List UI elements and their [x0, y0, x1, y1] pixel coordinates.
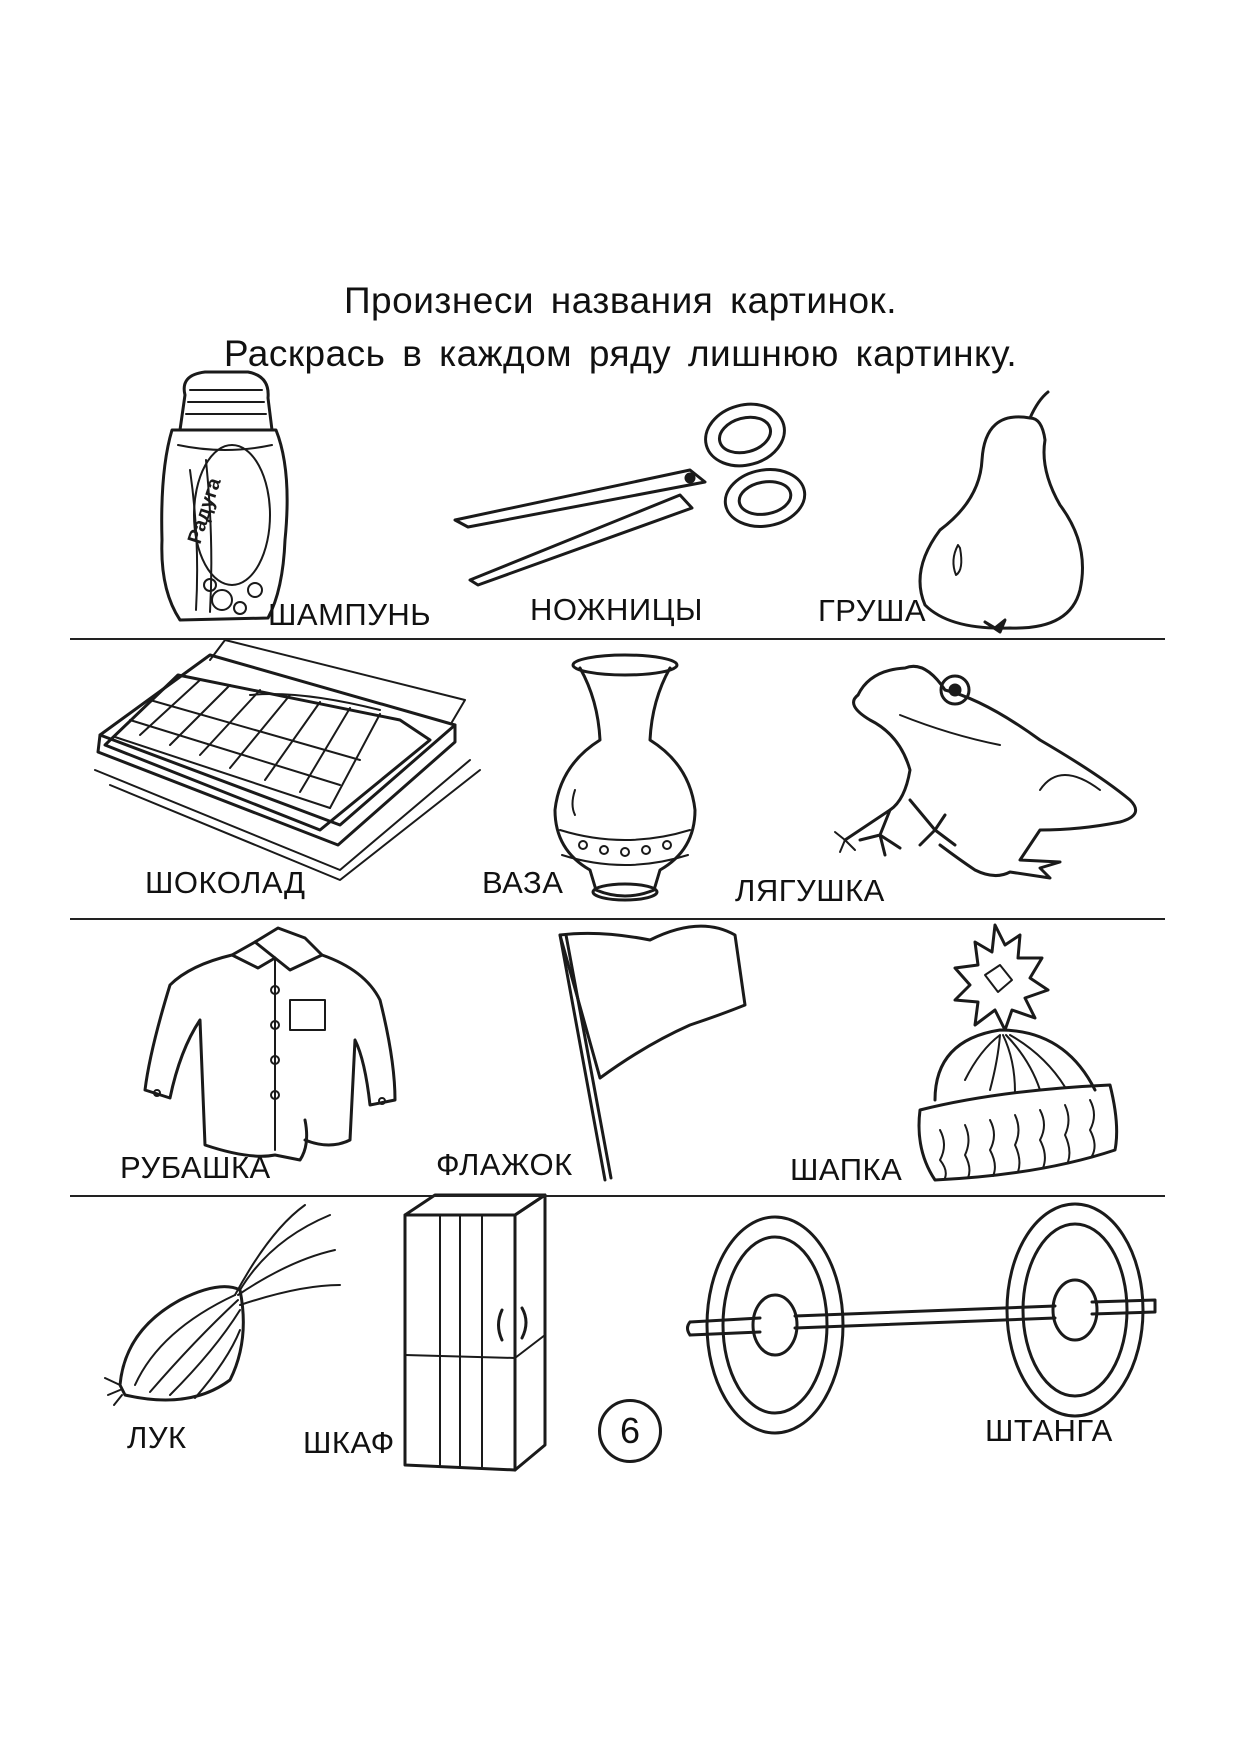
flag-icon — [558, 924, 747, 1182]
vase-icon — [553, 653, 697, 902]
row-divider — [70, 638, 1165, 640]
instruction-line-2: Раскрась в каждом ряду лишнюю картинку. — [223, 333, 1018, 374]
label-vase: ВАЗА — [482, 865, 564, 900]
chocolate-bar-icon — [94, 639, 481, 881]
label-pear: ГРУША — [818, 593, 927, 628]
row-divider — [70, 918, 1165, 920]
wardrobe-icon — [403, 1193, 547, 1472]
barbell-icon — [686, 1202, 1157, 1435]
shampoo-brand-text: Радуга — [184, 475, 226, 547]
label-frog: ЛЯГУШКА — [735, 873, 885, 908]
label-shampoo: ШАМПУНЬ — [268, 597, 432, 632]
label-scissors: НОЖНИЦЫ — [530, 592, 703, 627]
label-barbell: ШТАНГА — [985, 1413, 1113, 1448]
label-shirt: РУБАШКА — [120, 1150, 271, 1185]
label-hat: ШАПКА — [790, 1152, 903, 1187]
shampoo-bottle-icon: Радуга — [160, 370, 289, 622]
frog-icon — [834, 664, 1138, 880]
pear-icon — [918, 390, 1084, 634]
instruction-line-1: Произнеси названия картинок. — [343, 280, 898, 321]
label-flag: ФЛАЖОК — [436, 1147, 573, 1182]
shirt-icon — [143, 926, 397, 1162]
label-chocolate: ШОКОЛАД — [145, 865, 306, 900]
scissors-icon — [453, 402, 807, 587]
page-number: 6 — [598, 1399, 662, 1463]
onion-icon — [104, 1204, 341, 1406]
knit-hat-icon — [917, 923, 1119, 1182]
label-wardrobe: ШКАФ — [303, 1425, 395, 1460]
row-divider — [70, 1195, 1165, 1197]
label-onion: ЛУК — [127, 1420, 187, 1455]
